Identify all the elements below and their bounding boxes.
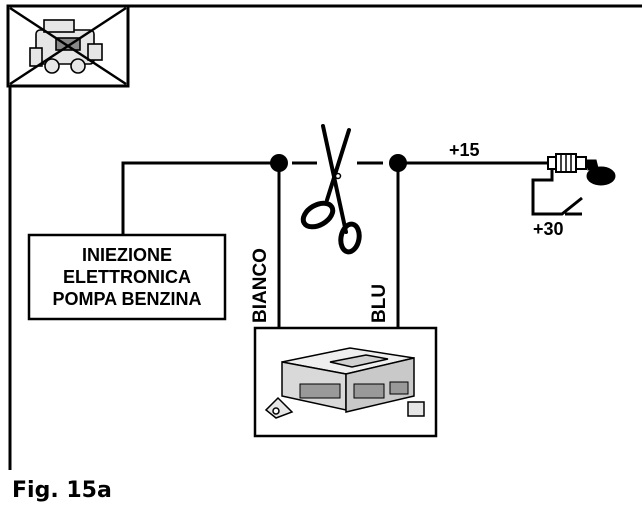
module-label-line-2: ELETTRONICA xyxy=(63,267,191,287)
electronic-control-unit-icon xyxy=(264,347,425,419)
crossed-out-engine-icon xyxy=(6,4,130,88)
wires xyxy=(121,161,548,328)
wire-module-feed xyxy=(121,161,279,235)
injection-module-box xyxy=(27,233,227,321)
module-label-line-1: INIEZIONE xyxy=(81,245,172,265)
ignition-key-switch-icon xyxy=(531,153,616,216)
injection-module-label: INIEZIONE ELETTRONICA POMPA BENZINA xyxy=(29,235,225,319)
junction-dot-white xyxy=(270,154,288,172)
plus30-label: +30 xyxy=(533,219,564,239)
plus15-label: +15 xyxy=(449,140,480,160)
wire-white-label: BIANCO xyxy=(250,248,271,323)
module-label-line-3: POMPA BENZINA xyxy=(52,289,202,309)
wire-blue-label: BLU xyxy=(369,283,390,323)
figure-caption: Fig. 15a xyxy=(12,478,112,503)
scissors-icon xyxy=(300,124,362,255)
junction-dot-blue xyxy=(389,154,407,172)
